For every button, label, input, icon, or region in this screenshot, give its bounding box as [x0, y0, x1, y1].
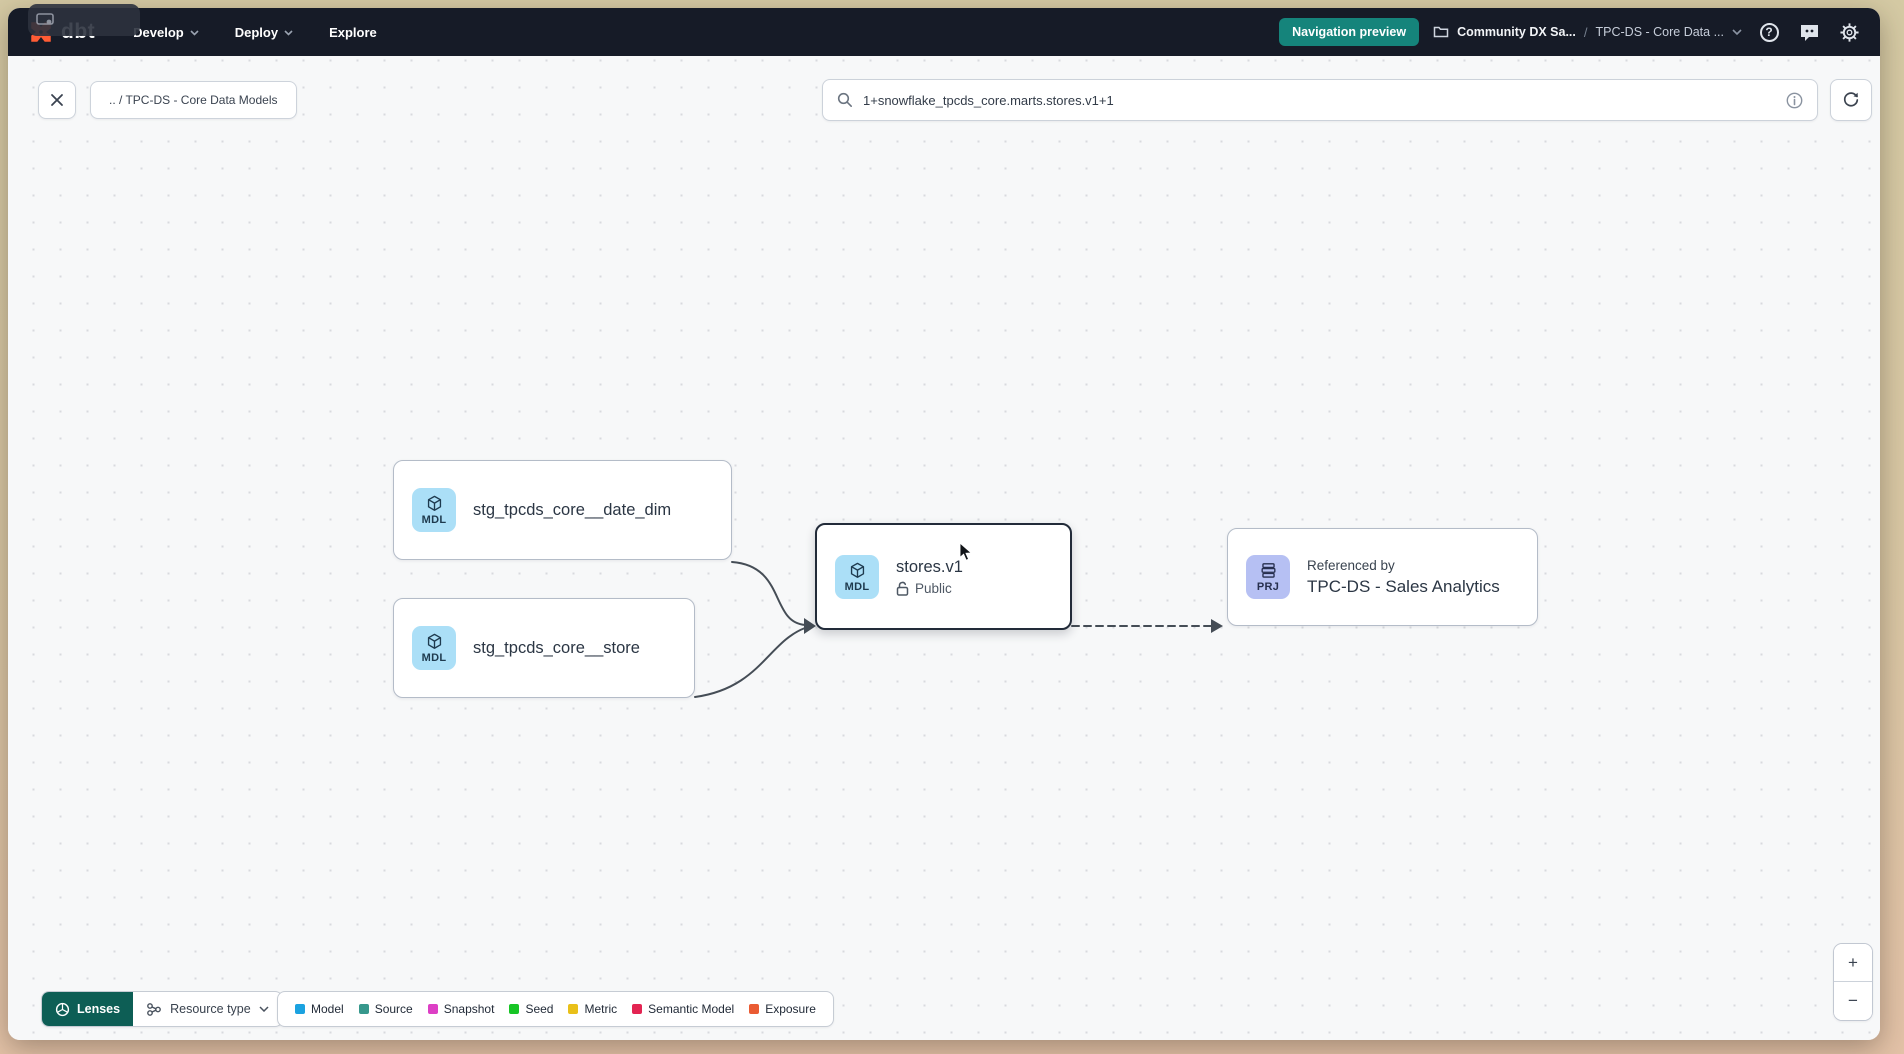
legend-item-seed: Seed: [509, 1002, 553, 1016]
refresh-lineage-button[interactable]: [1830, 79, 1872, 121]
lenses-button[interactable]: Lenses: [42, 992, 134, 1026]
legend-swatch: [427, 1004, 438, 1014]
legend-swatch: [295, 1004, 305, 1014]
legend-swatch: [509, 1004, 520, 1014]
node-stg-tpcds-core-store[interactable]: MDL stg_tpcds_core__store: [393, 598, 695, 698]
help-icon: ?: [1759, 22, 1779, 42]
refresh-icon: [1843, 92, 1859, 107]
node-referenced-by-project[interactable]: PRJ Referenced by TPC-DS - Sales Analyti…: [1227, 528, 1538, 626]
menu-explore[interactable]: Explore: [329, 24, 377, 40]
chevron-down-icon[interactable]: [1732, 28, 1742, 36]
cube-icon: [427, 633, 441, 649]
screen-capture-overlay: [28, 4, 140, 36]
legend-swatch: [568, 1004, 579, 1014]
access-row: Public: [896, 581, 963, 596]
feedback-icon: [1800, 24, 1818, 41]
lenses-icon: [55, 1002, 70, 1016]
legend-item-source: Source: [358, 1002, 413, 1016]
referenced-by-label: Referenced by: [1307, 557, 1395, 573]
edge-date-dim-to-stores: [731, 561, 806, 626]
legend-swatch: [358, 1004, 369, 1014]
node-title: stores.v1: [896, 557, 963, 576]
chevron-down-icon: [190, 29, 199, 36]
project-badge: PRJ: [1246, 555, 1290, 599]
zoom-controls: + −: [1833, 943, 1873, 1021]
selector-input[interactable]: [863, 92, 1776, 108]
feedback-button[interactable]: [1796, 19, 1822, 45]
navbar-right: Navigation preview Community DX Sa... / …: [1279, 18, 1862, 46]
navigation-preview-badge[interactable]: Navigation preview: [1279, 18, 1420, 46]
close-icon: [51, 94, 63, 106]
main-menu: Develop Deploy Explore: [133, 25, 377, 40]
referencing-project-name: TPC-DS - Sales Analytics: [1307, 576, 1500, 596]
project-name[interactable]: TPC-DS - Core Data ...: [1595, 25, 1725, 39]
project-stack-icon: [1260, 563, 1276, 578]
legend-swatch: [632, 1004, 643, 1014]
cube-icon: [850, 562, 864, 578]
legend-item-snapshot: Snapshot: [427, 1002, 494, 1016]
resource-type-legend: Model Source Snapshot Seed Metric: [277, 991, 834, 1027]
resource-type-dropdown[interactable]: Resource type: [133, 992, 282, 1026]
zoom-in-button[interactable]: +: [1834, 944, 1872, 982]
chevron-down-icon: [284, 29, 293, 36]
account-breadcrumb: Community DX Sa... / TPC-DS - Core Data …: [1433, 25, 1742, 40]
arrowhead: [1211, 619, 1223, 633]
lock-open-icon: [896, 581, 909, 596]
legend-swatch: [749, 1004, 760, 1014]
lineage-selector-bar[interactable]: [822, 79, 1818, 121]
node-stores-v1[interactable]: MDL stores.v1 Public: [815, 523, 1072, 630]
model-badge: MDL: [835, 554, 879, 599]
lineage-breadcrumb[interactable]: .. / TPC-DS - Core Data Models: [90, 81, 297, 119]
settings-button[interactable]: [1836, 19, 1862, 45]
cube-icon: [427, 495, 441, 511]
info-icon[interactable]: [1786, 92, 1803, 109]
model-badge: MDL: [412, 626, 456, 670]
lenses-control-group: Lenses Resource type: [41, 991, 283, 1027]
access-label: Public: [915, 580, 952, 596]
legend-item-metric: Metric: [568, 1002, 617, 1016]
legend-item-model: Model: [295, 1002, 344, 1016]
menu-develop[interactable]: Develop: [133, 25, 199, 40]
search-icon: [837, 92, 852, 107]
resource-graph-icon: [147, 1002, 161, 1016]
app-window: dbt Develop Deploy Explore Navigation pr…: [8, 8, 1880, 1040]
edge-store-to-stores: [694, 627, 806, 698]
menu-deploy[interactable]: Deploy: [235, 25, 293, 40]
close-lineage-button[interactable]: [38, 81, 76, 119]
legend-item-semantic-model: Semantic Model: [632, 1002, 734, 1016]
node-stg-tpcds-core-date-dim[interactable]: MDL stg_tpcds_core__date_dim: [393, 460, 732, 560]
zoom-out-button[interactable]: −: [1834, 982, 1872, 1020]
legend-item-exposure: Exposure: [749, 1002, 816, 1016]
window-icon: [36, 13, 54, 25]
model-badge: MDL: [412, 488, 456, 532]
folder-icon: [1433, 26, 1449, 38]
chevron-down-icon: [259, 1006, 269, 1012]
lineage-canvas[interactable]: .. / TPC-DS - Core Data Models: [8, 56, 1880, 1040]
gear-icon: [1839, 22, 1859, 42]
top-navbar: dbt Develop Deploy Explore Navigation pr…: [8, 8, 1880, 56]
account-name[interactable]: Community DX Sa...: [1457, 25, 1576, 39]
help-button[interactable]: ?: [1756, 19, 1782, 45]
